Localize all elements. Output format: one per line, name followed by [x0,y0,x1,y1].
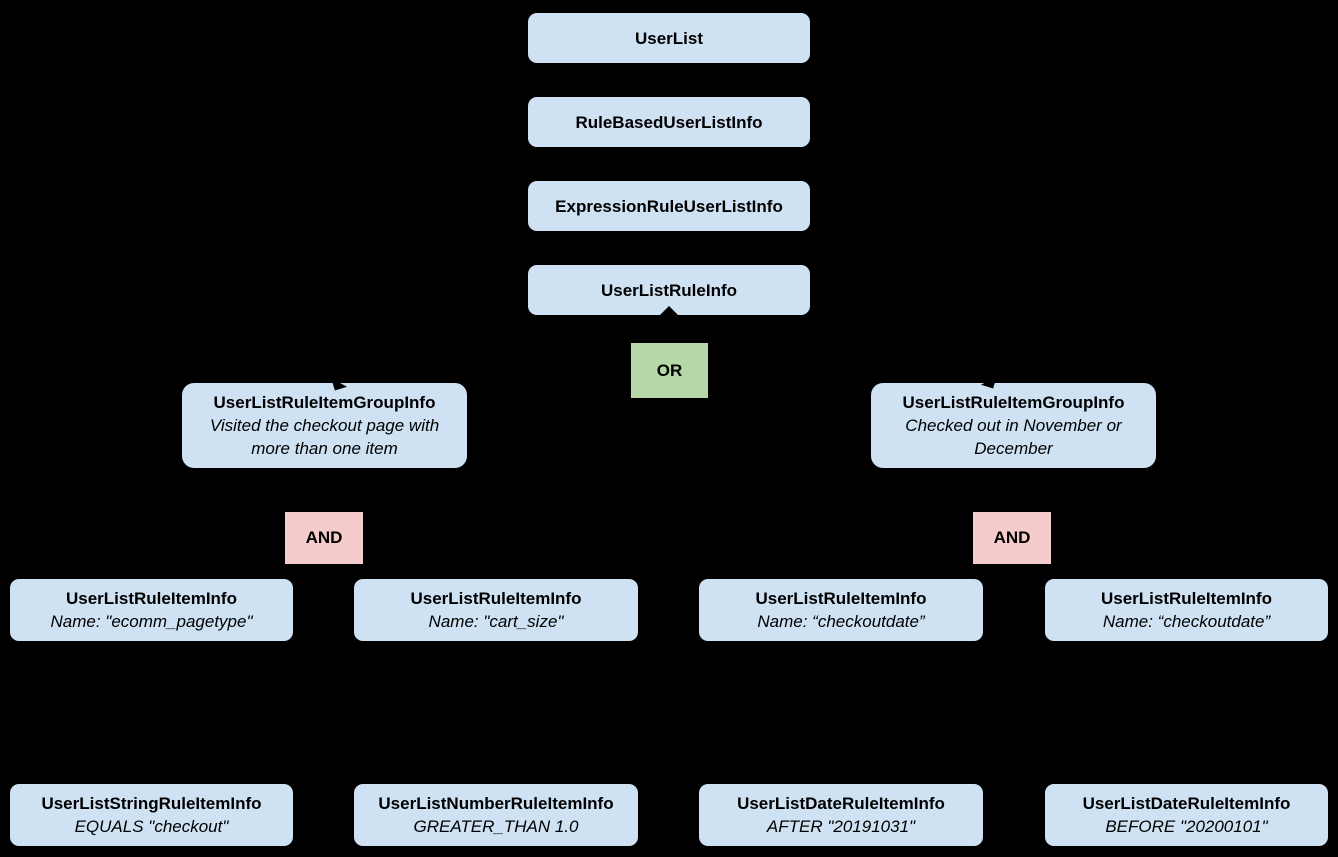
node-rule-based-title: RuleBasedUserListInfo [575,112,763,132]
node-date-rule-item-info-after: UserListDateRuleItemInfo AFTER "20191031… [699,784,983,846]
leaf-number-title: UserListNumberRuleItemInfo [378,794,614,813]
operator-or: OR [631,343,708,398]
group-left-title: UserListRuleItemGroupInfo [213,393,436,412]
rule-item-date1-title: UserListRuleItemInfo [755,589,927,608]
rule-item-date2-description: Name: “checkoutdate” [1102,612,1271,631]
leaf-date-before-description: BEFORE "20200101" [1105,817,1268,836]
node-rule-item-ecomm-pagetype: UserListRuleItemInfo Name: "ecomm_pagety… [10,579,293,641]
operator-or-label: OR [656,360,683,380]
node-date-rule-item-info-before: UserListDateRuleItemInfo BEFORE "2020010… [1045,784,1328,846]
operator-and-right-label: AND [993,528,1031,547]
rule-item-ecomm-title: UserListRuleItemInfo [66,589,237,608]
node-user-list-rule-title: UserListRuleInfo [600,280,738,300]
node-rule-item-checkoutdate-1: UserListRuleItemInfo Name: “checkoutdate… [699,579,983,641]
operator-and-right: AND [973,512,1051,564]
leaf-string-title: UserListStringRuleItemInfo [41,794,262,813]
group-right-title: UserListRuleItemGroupInfo [902,393,1125,412]
leaf-date-after-title: UserListDateRuleItemInfo [737,794,945,813]
rule-item-cart-description: Name: "cart_size" [428,612,564,631]
rule-item-cart-title: UserListRuleItemInfo [410,589,582,608]
group-right-description: Checked out in November or December [905,416,1122,458]
rule-item-date2-title: UserListRuleItemInfo [1101,589,1272,608]
arrowhead-icon [660,306,678,315]
leaf-date-after-description: AFTER "20191031" [766,817,916,836]
operator-and-left-label: AND [305,528,343,547]
node-expression-rule-user-list-info: ExpressionRuleUserListInfo [528,181,810,231]
node-expression-rule-title: ExpressionRuleUserListInfo [555,196,783,216]
operator-and-left: AND [285,512,363,564]
node-rule-item-group-right: UserListRuleItemGroupInfo Checked out in… [871,383,1156,468]
leaf-number-description: GREATER_THAN 1.0 [413,817,579,836]
node-userlist: UserList [528,13,810,63]
node-number-rule-item-info: UserListNumberRuleItemInfo GREATER_THAN … [354,784,638,846]
rule-item-date1-description: Name: “checkoutdate” [757,612,925,631]
group-left-description: Visited the checkout page with more than… [209,416,440,458]
node-rule-based-user-list-info: RuleBasedUserListInfo [528,97,810,147]
rule-item-ecomm-description: Name: "ecomm_pagetype" [50,612,253,631]
node-userlist-title: UserList [634,28,704,48]
node-string-rule-item-info: UserListStringRuleItemInfo EQUALS "check… [10,784,293,846]
node-rule-item-group-left: UserListRuleItemGroupInfo Visited the ch… [182,383,467,468]
node-rule-item-checkoutdate-2: UserListRuleItemInfo Name: “checkoutdate… [1045,579,1328,641]
node-rule-item-cart-size: UserListRuleItemInfo Name: "cart_size" [354,579,638,641]
leaf-string-description: EQUALS "checkout" [74,817,229,836]
leaf-date-before-title: UserListDateRuleItemInfo [1082,794,1291,813]
